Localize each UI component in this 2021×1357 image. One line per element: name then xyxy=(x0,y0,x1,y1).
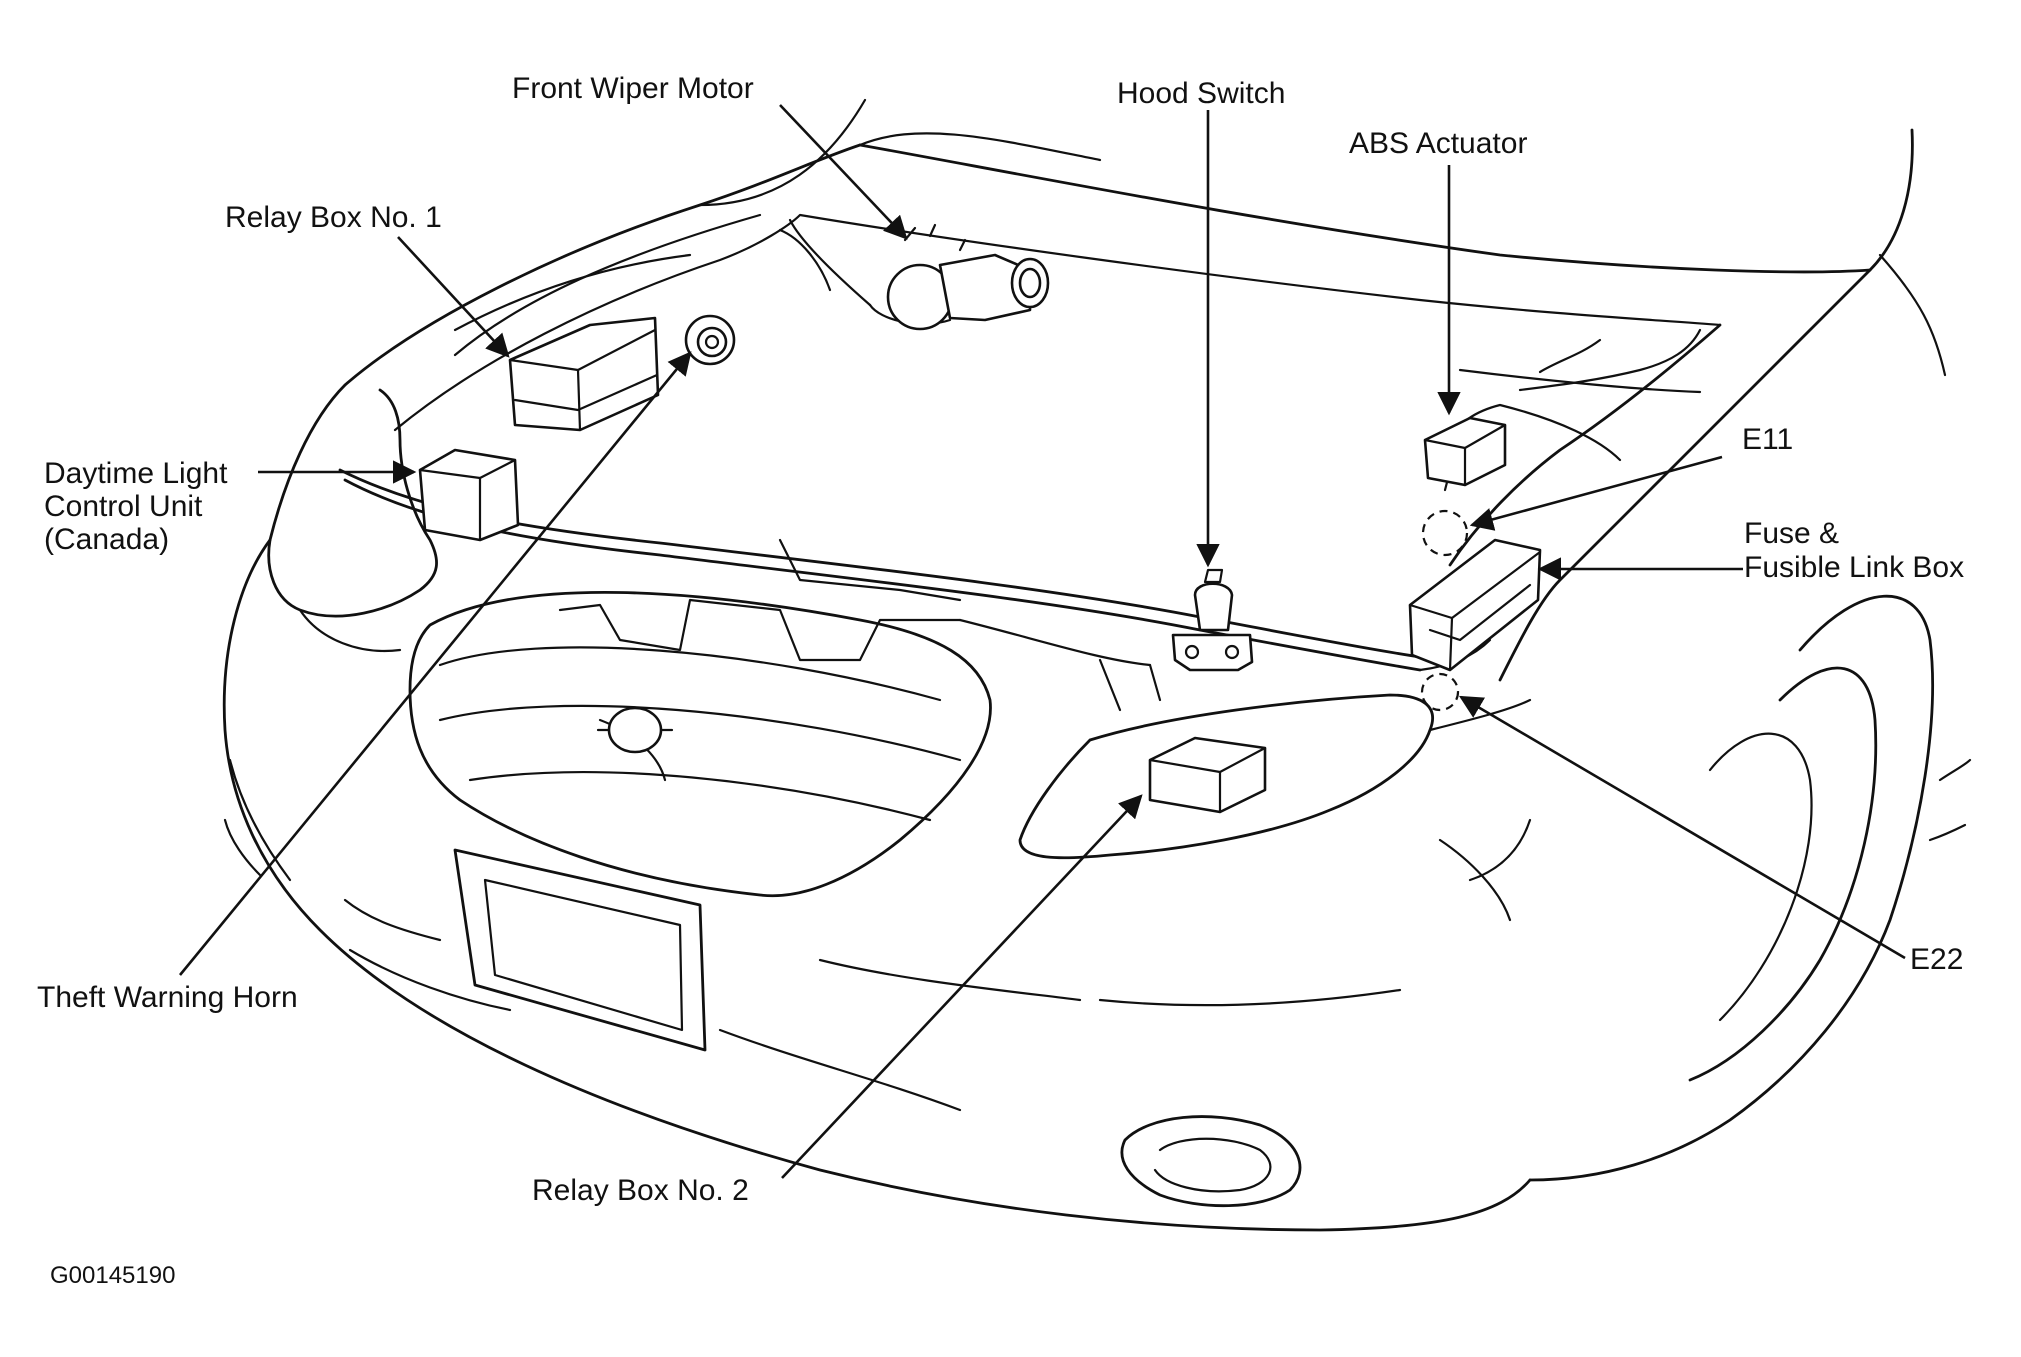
label-e22: E22 xyxy=(1910,943,1963,976)
daytime-light-control-unit-part xyxy=(418,448,520,542)
label-hood-switch: Hood Switch xyxy=(1117,77,1285,110)
fuse-fusible-link-box-part xyxy=(1408,538,1542,672)
theft-warning-horn-part xyxy=(684,314,736,366)
leader-lines xyxy=(178,104,1906,1179)
label-fuse-box-line-2: Fusible Link Box xyxy=(1744,551,1964,584)
label-daytime-light-line-1: Daytime Light xyxy=(44,457,228,490)
connector-e22-marker xyxy=(1420,672,1460,712)
relay-box-no-2-part xyxy=(1148,736,1267,814)
label-front-wiper-motor: Front Wiper Motor xyxy=(512,72,754,105)
label-e11: E11 xyxy=(1742,423,1793,456)
figure-code: G00145190 xyxy=(50,1262,175,1289)
label-relay-box-no-2: Relay Box No. 2 xyxy=(532,1174,749,1207)
front-wiper-motor-part xyxy=(886,223,1050,331)
label-theft-warning-horn: Theft Warning Horn xyxy=(37,981,298,1014)
connector-e11-marker xyxy=(1421,509,1469,557)
abs-actuator-part xyxy=(1423,416,1507,487)
label-relay-box-no-1: Relay Box No. 1 xyxy=(225,201,442,234)
car-body-outline xyxy=(222,98,1972,1232)
relay-box-no-1-part xyxy=(508,316,660,432)
hood-switch-part xyxy=(1171,568,1254,672)
label-fuse-box-line-1: Fuse & xyxy=(1744,517,1839,550)
label-daytime-light-line-3: (Canada) xyxy=(44,523,169,556)
label-daytime-light-line-2: Control Unit xyxy=(44,490,203,523)
label-abs-actuator: ABS Actuator xyxy=(1349,127,1527,160)
